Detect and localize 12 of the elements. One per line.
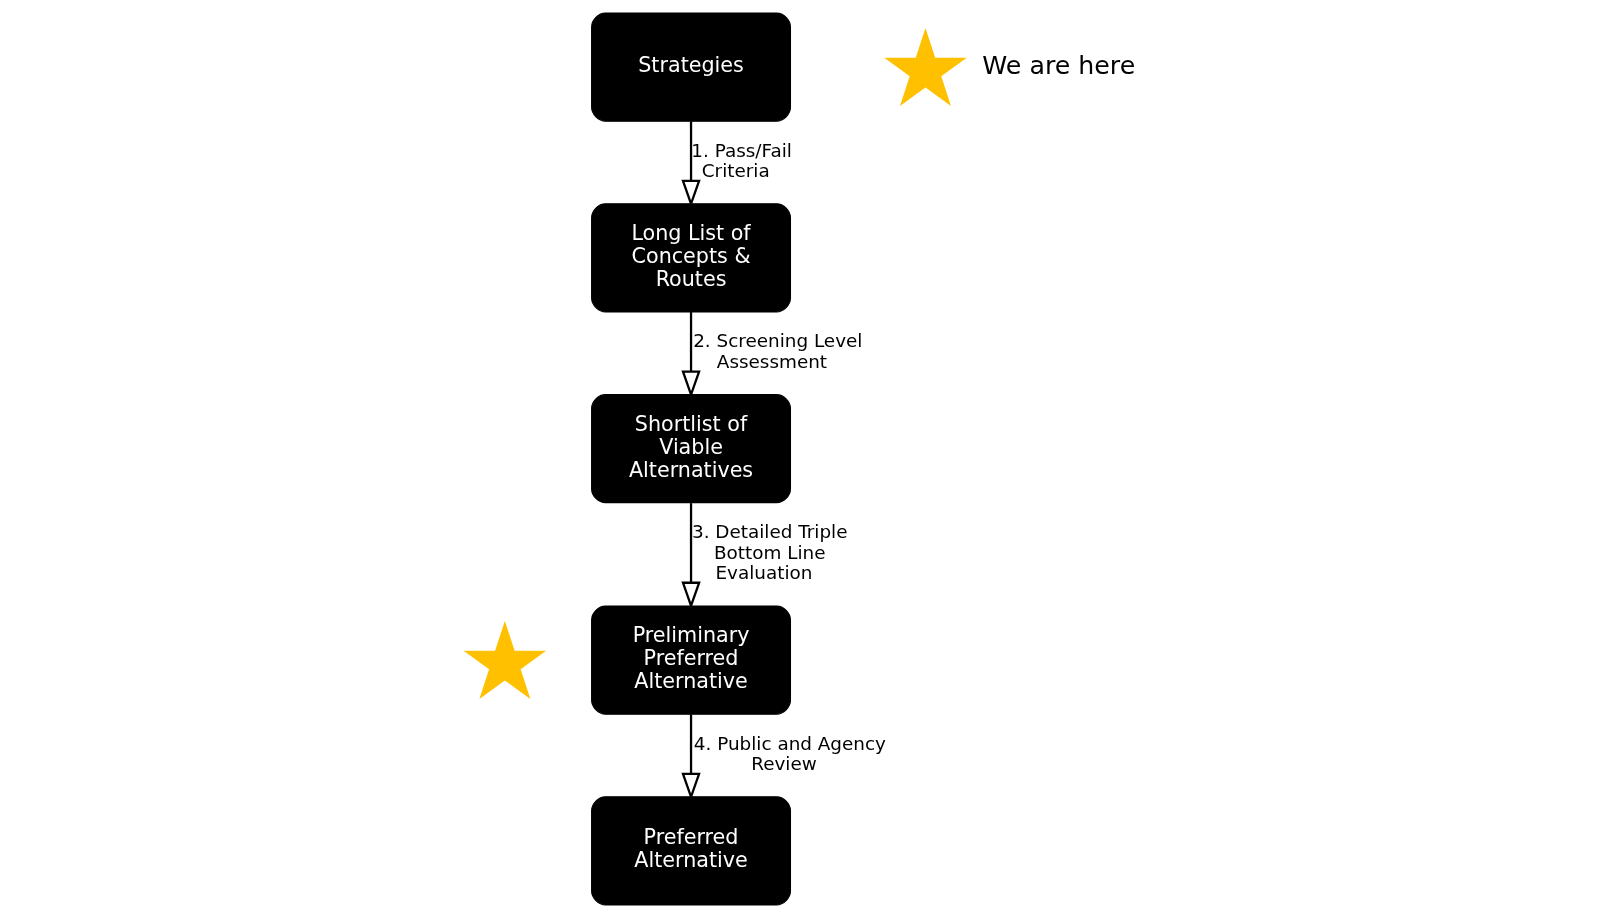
node-box: Strategies [590, 12, 791, 122]
node-box: Preliminary Preferred Alternative [590, 605, 791, 715]
node-star [883, 27, 967, 106]
node-label: We are here [981, 50, 1135, 80]
edge-label: 4. Public and Agency Review [693, 732, 886, 775]
edge-label: 2. Screening Level Assessment [692, 330, 862, 372]
node-star [463, 620, 546, 699]
edge-label: 3. Detailed Triple Bottom Line Evaluation [691, 521, 848, 584]
node-box: Long List of Concepts & Routes [590, 203, 791, 313]
node-box: Shortlist of Viable Alternatives [590, 394, 791, 504]
edge-label: 1. Pass/Fail Criteria [690, 139, 792, 182]
node-box: Preferred Alternative [590, 796, 791, 906]
